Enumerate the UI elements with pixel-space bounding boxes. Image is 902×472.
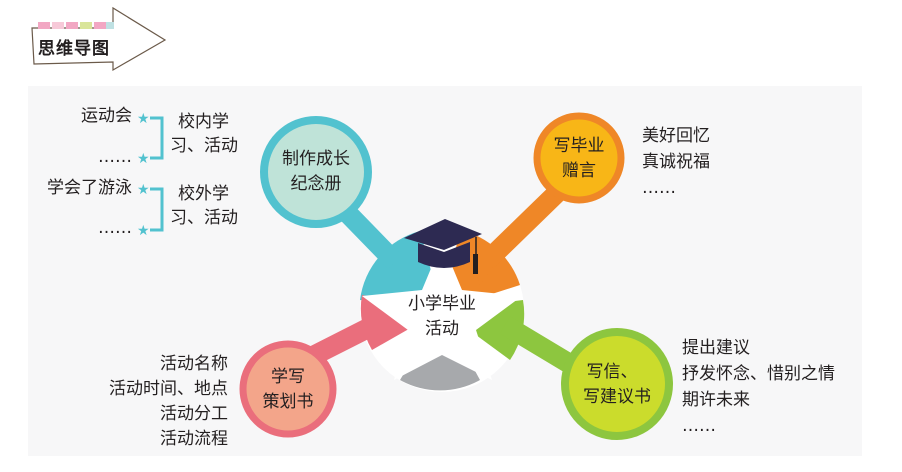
memorial-item: 学会了游泳 bbox=[47, 178, 132, 198]
graduation-cap-icon bbox=[404, 219, 482, 274]
node-plan-line1: 学写 bbox=[271, 367, 305, 387]
group-label-line2: 习、活动 bbox=[170, 208, 238, 228]
node-memorial-line1: 制作成长 bbox=[282, 149, 350, 169]
plan-item: 活动分工 bbox=[160, 404, 228, 424]
node-plan-circle bbox=[239, 340, 337, 438]
plan-item: 活动时间、地点 bbox=[109, 379, 228, 399]
node-plan-line2: 策划书 bbox=[262, 392, 314, 412]
memorial-item: …… bbox=[98, 218, 132, 238]
memorial-item: 运动会 bbox=[81, 106, 132, 126]
node-letter-line2: 写建议书 bbox=[583, 387, 651, 407]
farewell-item: 美好回忆 bbox=[642, 126, 710, 146]
group-label-line1: 校内学 bbox=[178, 112, 229, 132]
letter-item: …… bbox=[682, 416, 716, 436]
banner-arrow-icon bbox=[31, 6, 167, 72]
group-label-line2: 习、活动 bbox=[170, 136, 238, 156]
plan-item: 活动流程 bbox=[160, 429, 228, 449]
memorial-group-label: 校内学 习、活动 bbox=[170, 110, 238, 158]
node-memorial-label: 制作成长 纪念册 bbox=[266, 147, 366, 197]
center-title-line1: 小学毕业 bbox=[408, 294, 476, 314]
node-letter-circle bbox=[561, 328, 673, 440]
center-title-line2: 活动 bbox=[425, 319, 459, 339]
farewell-item: …… bbox=[642, 178, 676, 198]
farewell-item: 真诚祝福 bbox=[642, 152, 710, 172]
group-label-line1: 校外学 bbox=[178, 184, 229, 204]
star-icon: ★ bbox=[137, 151, 150, 167]
node-farewell-label: 写毕业 赠言 bbox=[539, 134, 619, 184]
center-title: 小学毕业 活动 bbox=[392, 292, 492, 342]
letter-item: 抒发怀念、惜别之情 bbox=[682, 364, 835, 384]
banner-title: 思维导图 bbox=[38, 39, 110, 59]
memorial-item: …… bbox=[98, 147, 132, 167]
bracket-out-school: ★ ★ bbox=[137, 182, 164, 239]
node-plan-label: 学写 策划书 bbox=[248, 365, 328, 415]
node-memorial-circle bbox=[260, 116, 372, 228]
node-letter-line1: 写信、 bbox=[586, 362, 638, 382]
star-icon: ★ bbox=[137, 223, 150, 239]
node-memorial-line2: 纪念册 bbox=[290, 174, 342, 194]
center-hub bbox=[360, 228, 525, 392]
node-letter-label: 写信、 写建议书 bbox=[567, 360, 667, 410]
letter-item: 提出建议 bbox=[682, 338, 750, 358]
letter-item: 期许未来 bbox=[682, 390, 750, 410]
bracket-in-school: ★ ★ bbox=[137, 111, 164, 167]
node-farewell-line2: 赠言 bbox=[562, 161, 596, 181]
node-farewell-circle bbox=[533, 112, 625, 204]
plan-item: 活动名称 bbox=[160, 354, 228, 374]
memorial-group-label: 校外学 习、活动 bbox=[170, 182, 238, 230]
star-icon: ★ bbox=[137, 182, 150, 198]
star-icon: ★ bbox=[137, 111, 150, 127]
node-farewell-line1: 写毕业 bbox=[553, 136, 605, 156]
